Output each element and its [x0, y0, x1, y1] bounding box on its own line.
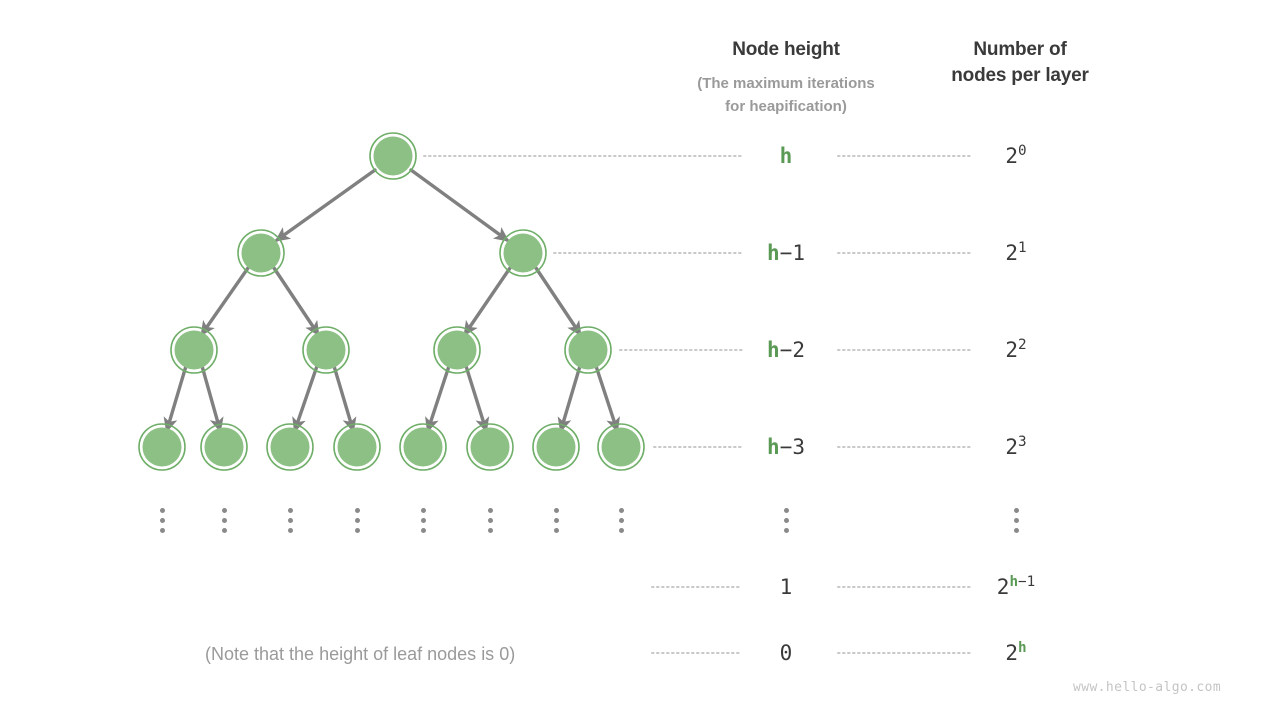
- count-value-layer-1: 21: [1005, 240, 1027, 265]
- count-value-layer-6: 2h: [1005, 640, 1027, 665]
- ellipsis-leaf-1: [159, 508, 165, 533]
- node-height-column-subtitle-line1: (The maximum iterations: [697, 75, 875, 92]
- height-value-layer-6: 0: [779, 641, 793, 665]
- tree-node-leaf: [597, 423, 645, 471]
- tree-node-leaf: [399, 423, 447, 471]
- tree-node-leaf: [333, 423, 381, 471]
- height-value-layer-2: h−2: [767, 338, 805, 362]
- leader-lines-height: [423, 155, 743, 654]
- height-value-layer-3: h−3: [767, 435, 805, 459]
- tree-node-root: [369, 132, 417, 180]
- ellipsis-height-column: [783, 508, 789, 533]
- ellipsis-leaf-6: [487, 508, 493, 533]
- ellipsis-leaf-5: [420, 508, 426, 533]
- height-value-layer-5: 1: [779, 575, 793, 599]
- tree-node-leaf: [138, 423, 186, 471]
- tree-nodes: [138, 132, 645, 471]
- node-count-column-title-line2: nodes per layer: [951, 65, 1089, 86]
- count-value-layer-3: 23: [1005, 434, 1027, 459]
- tree-node: [564, 326, 612, 374]
- ellipsis-leaf-8: [618, 508, 624, 533]
- count-value-layer-0: 20: [1005, 143, 1027, 168]
- ellipsis-leaf-4: [354, 508, 360, 533]
- count-value-layer-5: 2h−1: [996, 574, 1036, 599]
- tree-node-leaf: [266, 423, 314, 471]
- height-value-layer-0: h: [779, 144, 793, 168]
- tree-node: [170, 326, 218, 374]
- tree-node-leaf: [466, 423, 514, 471]
- ellipsis-leaf-2: [221, 508, 227, 533]
- tree-node: [237, 229, 285, 277]
- node-height-column-subtitle-line2: for heapification): [725, 98, 847, 115]
- tree-node-leaf: [200, 423, 248, 471]
- tree-node-leaf: [532, 423, 580, 471]
- ellipsis-leaf-3: [287, 508, 293, 533]
- node-count-column-title-line1: Number of: [973, 39, 1067, 60]
- height-value-layer-1: h−1: [767, 241, 805, 265]
- node-height-column-title: Node height: [732, 39, 840, 60]
- ellipsis-count-column: [1013, 508, 1019, 533]
- leaf-height-note: (Note that the height of leaf nodes is 0…: [205, 644, 516, 664]
- tree-edges: [163, 168, 620, 433]
- tree-node: [433, 326, 481, 374]
- ellipsis-leaf-7: [553, 508, 559, 533]
- count-value-layer-2: 22: [1005, 337, 1027, 362]
- watermark: www.hello-algo.com: [1073, 680, 1222, 695]
- tree-node: [302, 326, 350, 374]
- tree-node: [499, 229, 547, 277]
